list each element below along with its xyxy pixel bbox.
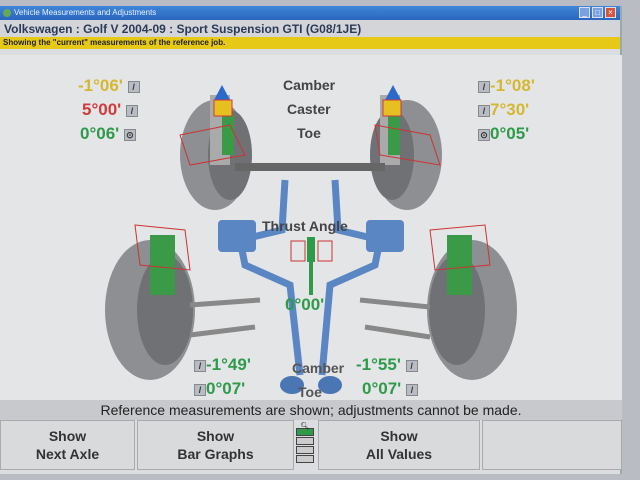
alignment-view: Camber Caster Toe -1°06' / 5°00' / 0°06'… — [0, 55, 622, 400]
close-button[interactable]: × — [605, 7, 616, 18]
window-title: Vehicle Measurements and Adjustments — [14, 8, 157, 17]
front-right-toe: ⊙0°05' — [478, 124, 529, 144]
wrench-icon: / — [125, 104, 138, 117]
wrench-icon: / — [127, 80, 140, 93]
app-icon — [3, 9, 11, 17]
zoom-level-indicator[interactable]: 🔍︎ — [296, 422, 314, 468]
rear-right-toe: 0°07' / — [362, 379, 418, 399]
rear-left-camber: /-1°49' — [194, 355, 251, 375]
minimize-button[interactable]: _ — [579, 7, 590, 18]
maximize-button[interactable]: □ — [592, 7, 603, 18]
wrench-icon: / — [194, 383, 206, 396]
wrench-icon: / — [405, 383, 418, 396]
caster-label: Caster — [287, 101, 331, 117]
left-muffler — [218, 220, 256, 252]
wrench-icon: / — [405, 359, 418, 372]
vehicle-header: Volkswagen : Golf V 2004-09 : Sport Susp… — [0, 20, 620, 37]
right-muffler — [366, 220, 404, 252]
app-window: Vehicle Measurements and Adjustments _ □… — [0, 6, 622, 474]
vehicle-diagram — [105, 85, 517, 394]
wrench-icon: / — [478, 104, 490, 117]
camber-label: Camber — [283, 77, 336, 93]
front-left-camber: -1°06' / — [78, 76, 140, 96]
front-left-caster: 5°00' / — [82, 100, 138, 120]
magnifier-icon: 🔍︎ — [300, 423, 310, 430]
target-icon: ⊙ — [478, 128, 490, 141]
front-left-toe: 0°06' ⊙ — [80, 124, 136, 144]
empty-button[interactable] — [482, 420, 622, 470]
front-right-caster: /7°30' — [478, 100, 529, 120]
title-bar: Vehicle Measurements and Adjustments _ □… — [0, 6, 620, 20]
rear-left-wheel — [105, 224, 261, 380]
rear-camber-label: Camber — [292, 360, 345, 376]
status-message: Reference measurements are shown; adjust… — [0, 400, 622, 420]
front-right-camber: /-1°08' — [478, 76, 535, 96]
rear-left-toe: /0°07' — [194, 379, 245, 399]
wrench-icon: / — [194, 359, 206, 372]
rear-right-wheel — [359, 224, 517, 380]
front-crossmember — [235, 163, 385, 171]
thrust-angle-label: Thrust Angle — [262, 218, 348, 234]
rear-right-camber: -1°55' / — [356, 355, 418, 375]
wrench-icon: / — [478, 80, 490, 93]
rear-toe-label: Toe — [298, 384, 322, 400]
exhaust — [235, 179, 385, 376]
front-right-wheel — [370, 85, 442, 210]
thrust-indicator — [290, 237, 333, 295]
thrust-angle-value: 0°00' — [285, 295, 325, 314]
info-banner: Showing the "current" measurements of th… — [0, 37, 620, 49]
target-icon: ⊙ — [123, 128, 136, 141]
front-left-wheel — [179, 85, 252, 210]
toe-label: Toe — [297, 125, 321, 141]
